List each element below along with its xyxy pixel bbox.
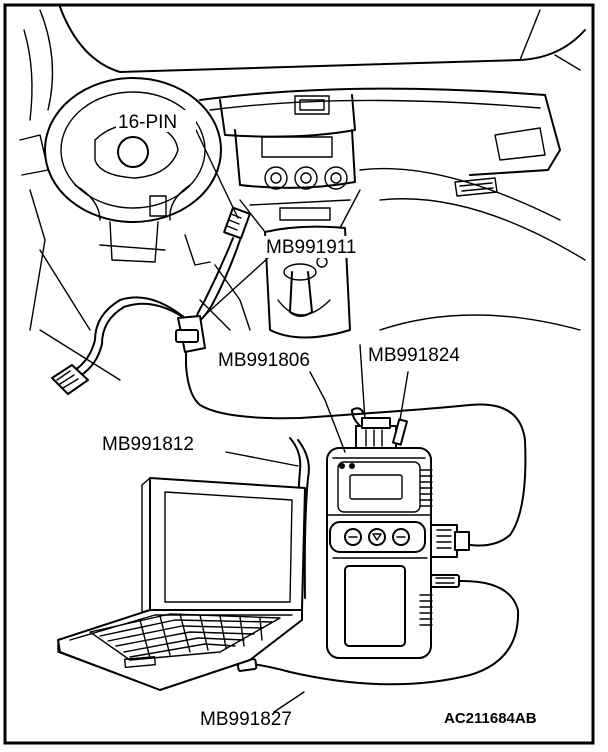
label-mb991911: MB991911	[266, 237, 357, 258]
cable-mb991827	[251, 579, 520, 686]
label-mb991806: MB991806	[218, 350, 310, 371]
cable-mb991806	[185, 364, 527, 547]
leader-mb991812	[225, 451, 299, 467]
vci-unit-mb991824	[326, 407, 470, 659]
leader-mb991827	[273, 691, 305, 713]
label-mb991812: MB991812	[102, 434, 194, 455]
label-16-pin: 16-PIN	[118, 112, 177, 133]
figure-frame	[3, 3, 595, 745]
cable-mb991911	[51, 206, 251, 395]
laptop-pc	[57, 477, 306, 691]
leader-16-pin	[195, 129, 239, 219]
leader-lines	[195, 129, 409, 713]
label-mb991824: MB991824	[368, 345, 460, 366]
leader-mb991806	[309, 371, 346, 453]
leader-mb991911	[203, 257, 269, 317]
label-mb991827: MB991827	[200, 709, 292, 730]
figure-code: AC211684AB	[444, 710, 537, 727]
leader-mb991824	[399, 371, 409, 421]
vehicle-dashboard	[19, 6, 586, 421]
loose-plug	[51, 364, 89, 395]
